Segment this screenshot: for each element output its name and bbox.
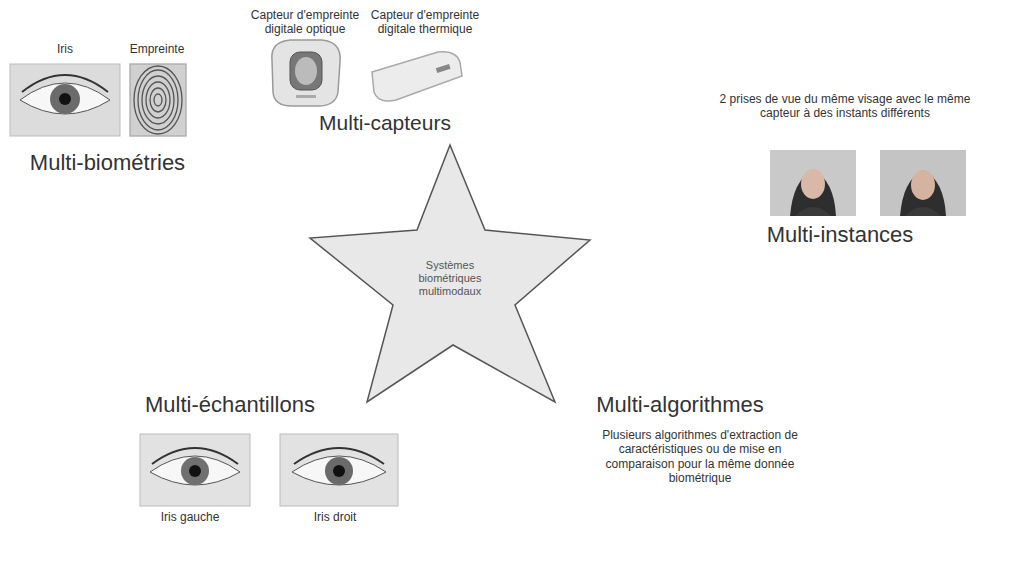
- star-text: Systèmes biométriques multimodaux: [397, 259, 503, 299]
- category-title: Multi-algorithmes: [565, 392, 795, 418]
- face-photo: [770, 150, 856, 216]
- description-text: Plusieurs algorithmes d'extraction de ca…: [585, 428, 815, 486]
- eye-image: [140, 434, 250, 506]
- category-title: Multi-instances: [720, 222, 960, 248]
- fingerprint-image: [130, 64, 186, 136]
- sensor-caption: Capteur d'empreinte digitale optique: [245, 8, 365, 37]
- image-caption: Iris: [20, 42, 110, 56]
- category-title: Multi-capteurs: [290, 110, 480, 135]
- image-caption: Iris gauche: [135, 510, 245, 524]
- category-title: Multi-biométries: [0, 150, 215, 176]
- optical-sensor: [272, 40, 340, 106]
- eye-image: [10, 64, 120, 136]
- thermal-sensor: [372, 52, 462, 101]
- eye-image: [280, 434, 398, 506]
- image-caption: Iris droit: [275, 510, 395, 524]
- category-title: Multi-échantillons: [110, 392, 350, 418]
- face-photo: [880, 150, 966, 216]
- star-shape: Systèmes biométriques multimodaux: [305, 140, 595, 410]
- description-text: 2 prises de vue du même visage avec le m…: [715, 92, 975, 121]
- image-caption: Empreinte: [112, 42, 202, 56]
- sensor-caption: Capteur d'empreinte digitale thermique: [365, 8, 485, 37]
